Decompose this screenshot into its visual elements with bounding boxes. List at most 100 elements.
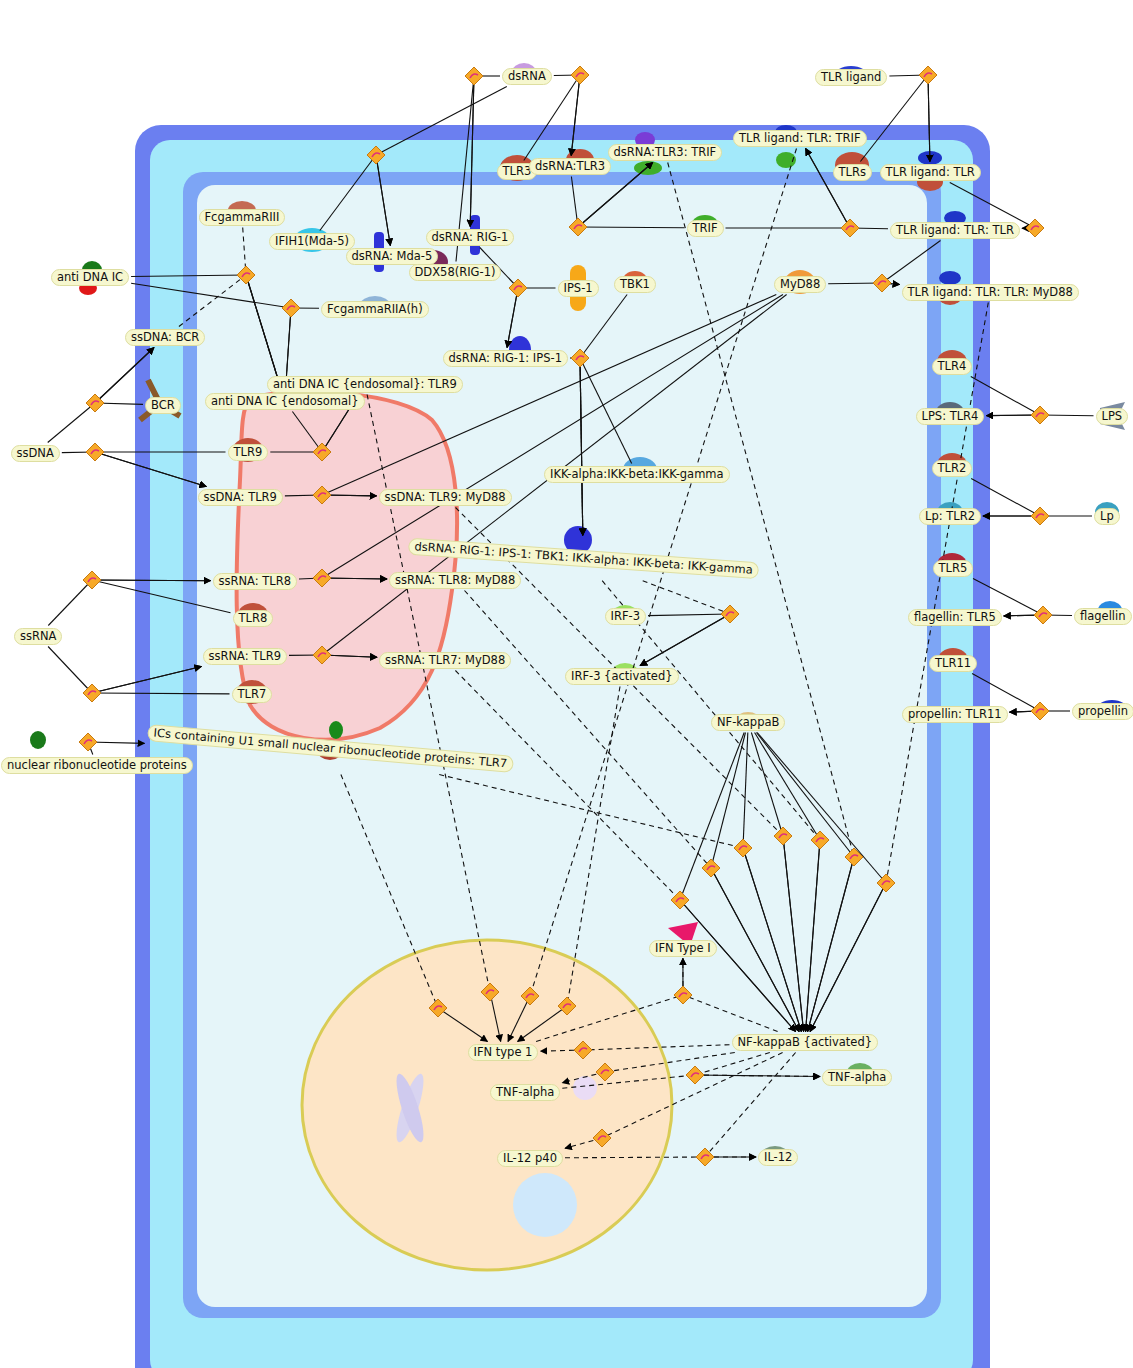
species-label: dsRNA: RIG-1: IPS-1 <box>443 350 568 367</box>
label-text: ssRNA <box>20 629 56 644</box>
species-label: TLRs <box>833 164 872 181</box>
species-label: TLR7 <box>232 686 273 703</box>
label-text: DDX58(RIG-1) <box>415 265 496 280</box>
species-label: TLR2 <box>932 460 973 477</box>
reaction-diamond <box>282 299 300 317</box>
species-label: ssDNA <box>11 445 60 462</box>
reaction-arc <box>524 75 580 161</box>
species-label: TNF-alpha <box>490 1084 560 1101</box>
label-text: FcgammaRIIA(h) <box>327 302 423 317</box>
label-text: IFN type 1 <box>474 1045 533 1060</box>
connector-segment <box>583 1045 730 1050</box>
species-label: TLR ligand: TLR: TLR: MyD88 <box>902 284 1079 301</box>
reaction-diamond <box>86 443 104 461</box>
connector-segment <box>48 403 95 443</box>
species-label: anti DNA IC {endosomal}: TLR9 <box>267 376 463 393</box>
connector-segment <box>755 733 820 841</box>
label-text: TLR3 <box>503 164 532 179</box>
species-label: dsRNA:TLR3: TRIF <box>608 144 723 161</box>
reaction-arc <box>480 248 518 348</box>
label-text: TLR ligand: TLR: TLR: MyD88 <box>908 285 1073 300</box>
label-text: TLR ligand: TLR: TLR <box>896 223 1014 238</box>
connector-segment <box>808 857 854 1032</box>
reaction-arc <box>680 733 796 1032</box>
species-label: IPS-1 <box>558 280 599 297</box>
species-label: LPS <box>1096 408 1129 425</box>
reaction-arc <box>554 75 580 156</box>
chromatid <box>391 1071 428 1144</box>
connector-segment <box>882 241 941 284</box>
reaction-diamond <box>558 997 576 1015</box>
adaptor-glyph <box>691 215 719 237</box>
label-text: flagellin: TLR5 <box>914 610 996 625</box>
species-label: ssRNA: TLR9 <box>203 648 288 665</box>
connector-segment <box>810 883 886 1032</box>
antibody-glyph <box>30 731 46 749</box>
connector-segment <box>928 75 930 162</box>
reaction-arc <box>92 580 231 613</box>
reaction-arc <box>518 687 620 1042</box>
reaction-arc <box>508 149 797 1042</box>
label-text: ssDNA: TLR9 <box>204 490 277 505</box>
connector-segment <box>705 1053 796 1158</box>
species-label: TLR ligand: TLR <box>880 164 981 181</box>
reaction-diamond <box>237 266 255 284</box>
label-text: nuclear ribonucleotide proteins <box>7 758 187 773</box>
label-text: IPS-1 <box>564 281 593 296</box>
connector-segment <box>524 75 580 161</box>
receptor-glyph <box>937 350 967 374</box>
connector-segment <box>95 452 206 487</box>
label-text: TLR2 <box>938 461 967 476</box>
species-label: ssRNA: TLR7: MyD88 <box>379 652 511 669</box>
species-label: BCR <box>145 397 181 414</box>
connector-segment <box>580 358 632 464</box>
reaction-arc <box>562 1053 735 1083</box>
reaction-arc <box>726 149 851 229</box>
reaction-diamond <box>593 1129 611 1147</box>
species-label: TLR4 <box>932 358 973 375</box>
reaction-diamond <box>574 1041 592 1059</box>
label-text: TLR5 <box>939 561 968 576</box>
reaction-arc <box>131 275 281 391</box>
connector-segment <box>92 692 230 694</box>
species-label: DDX58(RIG-1) <box>409 264 502 281</box>
species-label: TLR5 <box>933 560 974 577</box>
connector-segment <box>695 1075 820 1077</box>
label-text: ssRNA: TLR9 <box>209 649 282 664</box>
connector-segment <box>536 995 683 1042</box>
label-text: MyD88 <box>780 277 820 292</box>
connector-segment <box>680 900 796 1032</box>
label-text: anti DNA IC {endosomal}: TLR9 <box>273 377 457 392</box>
reaction-diamond <box>83 684 101 702</box>
connector-segment <box>376 155 390 246</box>
reaction-diamond <box>721 605 739 623</box>
label-text: IRF-3 <box>611 609 640 624</box>
reaction-diamond <box>877 874 895 892</box>
species-label: IFN Type I <box>649 940 717 957</box>
species-label: flagellin <box>1074 608 1132 625</box>
label-text: propellin <box>1078 704 1128 719</box>
species-label: TBK1 <box>614 276 656 293</box>
reaction-arc <box>810 303 988 1032</box>
label-text: IL-12 <box>764 1150 792 1165</box>
label-text: Lp <box>1100 509 1114 524</box>
reaction-diamond <box>1026 219 1044 237</box>
species-label: dsRNA <box>502 68 552 85</box>
species-label: nuclear ribonucleotide proteins <box>1 757 193 774</box>
label-text: Lp: TLR2 <box>925 509 975 524</box>
connector-segment <box>571 75 580 156</box>
label-text: TLR ligand <box>821 70 881 85</box>
label-text: ssRNA: TLR8 <box>219 574 292 589</box>
connector-segment <box>567 687 620 1007</box>
species-label: Lp: TLR2 <box>919 508 981 525</box>
label-text: anti DNA IC <box>57 270 123 285</box>
species-label: dsRNA: Mda-5 <box>346 248 439 265</box>
reaction-arc <box>756 733 854 1032</box>
connector-segment <box>928 75 930 162</box>
reaction-arc <box>62 452 207 487</box>
connector-segment <box>292 412 322 453</box>
species-label: Lp <box>1094 508 1120 525</box>
